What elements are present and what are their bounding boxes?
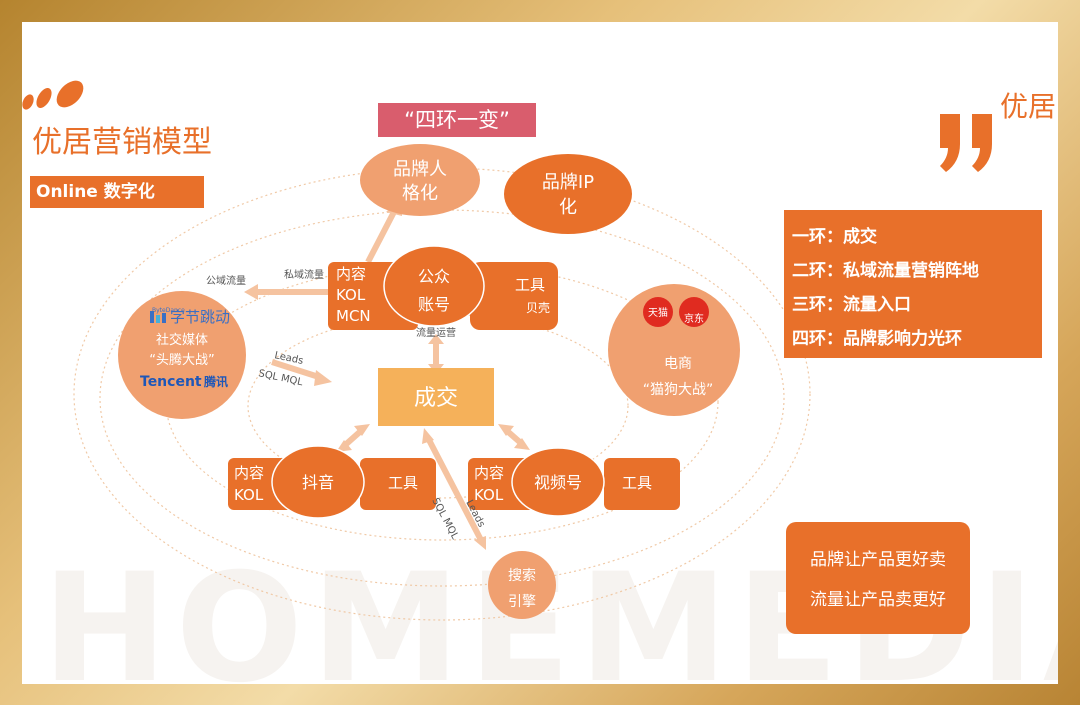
legend-item: 三环：流量入口 bbox=[792, 295, 911, 315]
svg-text:贝壳: 贝壳 bbox=[526, 301, 550, 315]
arrows bbox=[244, 198, 530, 550]
logo-layer bbox=[22, 80, 992, 172]
legend-item: 四环：品牌影响力光环 bbox=[792, 329, 962, 349]
svg-text:社交媒体“头腾大战”: 社交媒体“头腾大战” bbox=[149, 332, 214, 368]
rings-legend: 一环：成交 二环：私域流量营销阵地 三环：流量入口 四环：品牌影响力光环 bbox=[784, 210, 1042, 358]
svg-text:公众账号: 公众账号 bbox=[418, 267, 450, 314]
ring-2 bbox=[165, 263, 719, 541]
brand-ip-node bbox=[504, 154, 632, 234]
private-traffic-label: 私域流量 bbox=[284, 268, 324, 281]
svg-text:视频号: 视频号 bbox=[534, 473, 582, 492]
deal-box bbox=[378, 368, 494, 426]
douyin-node bbox=[271, 445, 365, 519]
svg-text:电商“猫狗大战”: 电商“猫狗大战” bbox=[643, 356, 714, 398]
traffic-ops-label: 流量运营 bbox=[416, 326, 456, 339]
svg-text:品牌人格化: 品牌人格化 bbox=[393, 159, 447, 204]
svg-text:ByteDance: ByteDance bbox=[152, 307, 185, 314]
slogan-box: “四环一变” bbox=[378, 103, 536, 137]
channels-tool-box bbox=[604, 458, 680, 510]
svg-text:抖音: 抖音 bbox=[302, 473, 334, 492]
ring-3 bbox=[99, 209, 785, 587]
logo-icon bbox=[22, 80, 84, 110]
svg-text:腾讯: 腾讯 bbox=[203, 374, 228, 389]
svg-text:工具: 工具 bbox=[388, 474, 418, 492]
official-account-node bbox=[383, 245, 485, 327]
tagline-item: 品牌让产品更好卖 bbox=[810, 550, 946, 570]
online-badge: Online 数字化 bbox=[30, 176, 204, 208]
tool-beike-box bbox=[470, 262, 558, 330]
legend-item: 一环：成交 bbox=[792, 227, 877, 247]
quote-mark-icon bbox=[940, 114, 992, 172]
douyin-tool-box bbox=[360, 458, 436, 510]
tagline-item: 流量让产品卖更好 bbox=[810, 590, 946, 610]
tmall-icon bbox=[643, 297, 673, 327]
public-traffic-label: 公域流量 bbox=[206, 274, 246, 287]
svg-text:京东: 京东 bbox=[684, 312, 704, 325]
search-engine-node bbox=[488, 551, 556, 619]
brand-personification-node bbox=[360, 144, 480, 216]
legend-item: 二环：私域流量营销阵地 bbox=[792, 261, 979, 281]
page-title: 优居营销模型 bbox=[32, 125, 212, 160]
tagline-box: 品牌让产品更好卖 流量让产品卖更好 bbox=[786, 522, 970, 634]
svg-text:字节跳动: 字节跳动 bbox=[170, 308, 230, 326]
svg-text:天猫: 天猫 bbox=[648, 306, 668, 319]
ring-1 bbox=[247, 313, 629, 499]
jd-icon bbox=[679, 297, 709, 327]
ring-4 bbox=[73, 167, 811, 621]
sql-mql-label-2: SQL MQL bbox=[429, 496, 460, 541]
svg-text:工具: 工具 bbox=[515, 276, 545, 294]
brand-top-right: 优居 bbox=[999, 90, 1056, 123]
slide: HOMEMEDIA 优居营销模型 Online 数字化 “四环一变” 优居 bbox=[22, 22, 1058, 684]
svg-text:工具: 工具 bbox=[622, 474, 652, 492]
svg-text:成交: 成交 bbox=[414, 386, 458, 411]
channels-node bbox=[511, 447, 605, 517]
svg-text:Tencent: Tencent bbox=[140, 374, 202, 390]
svg-text:搜索引擎: 搜索引擎 bbox=[508, 567, 536, 610]
